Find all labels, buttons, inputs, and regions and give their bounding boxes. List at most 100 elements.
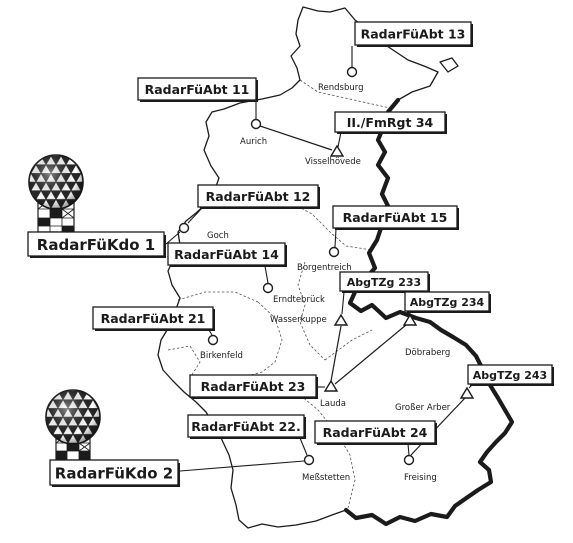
dome-shading [46, 390, 100, 444]
leader-line [341, 291, 345, 315]
site-label-goch: Goch [207, 231, 229, 241]
unit-label-tzg243: AbgTZg 243 [467, 364, 554, 386]
label-box [92, 306, 214, 330]
command-label-kdo1: RadarFüKdo 1 [27, 231, 166, 258]
state-boundary [177, 291, 259, 303]
site-label-birkenfeld: Birkenfeld [200, 351, 243, 361]
state-boundary [297, 261, 326, 361]
unit-label-fmrgt34: II./FmRgt 34 [334, 111, 447, 134]
unit-label-text: RadarFüAbt 15 [343, 210, 448, 225]
unit-label-abt13: RadarFüAbt 13 [354, 21, 473, 47]
label-box [332, 205, 458, 229]
label-box [334, 111, 446, 133]
link-lauda-wasserkuppe [330, 325, 342, 382]
unit-label-abt21: RadarFüAbt 21 [92, 306, 215, 331]
unit-label-tzg234: AbgTZg 234 [404, 291, 491, 313]
label-box [314, 420, 436, 444]
unit-label-text: RadarFüAbt 23 [201, 379, 306, 394]
radar-dome-icon [28, 154, 84, 233]
label-box [354, 21, 472, 46]
site-label-doebraberg: Döbraberg [405, 348, 450, 358]
site-label-erndtebrueck: Erndtebrück [273, 295, 325, 305]
relay-site-wasserkuppe [333, 313, 349, 326]
unit-label-text: RadarFüAbt 13 [361, 27, 466, 42]
site-label-freising: Freising [404, 473, 437, 483]
unit-label-text: RadarFüAbt 12 [206, 189, 311, 204]
unit-label-text: RadarFüAbt 24 [323, 425, 428, 440]
label-box [404, 291, 490, 312]
label-box [339, 271, 429, 292]
relay-site-lauda [323, 379, 339, 392]
dome-tower-blocks [38, 209, 74, 232]
link-lauda-doebraberg [334, 324, 407, 385]
label-box [167, 242, 286, 266]
leader-line [264, 265, 269, 284]
unit-label-text: RadarFüAbt 14 [174, 247, 279, 262]
command-label-text: RadarFüKdo 1 [37, 236, 155, 254]
unit-label-text: RadarFüAbt 21 [101, 311, 206, 326]
unit-label-abt15: RadarFüAbt 15 [332, 205, 459, 230]
unit-label-text: AbgTZg 233 [347, 276, 421, 289]
label-box [27, 231, 165, 257]
radar-site-birkenfeld [207, 334, 219, 346]
unit-label-abt12: RadarFüAbt 12 [197, 184, 320, 209]
leader-line [407, 443, 410, 456]
relay-site-doebraberg [402, 313, 418, 326]
leader-line [299, 437, 308, 456]
unit-label-text: RadarFüAbt 22. [191, 419, 301, 434]
unit-label-text: RadarFüAbt 11 [145, 82, 250, 97]
baltic-island-outline [439, 57, 459, 73]
site-labels: Rendsburg Aurich Visselhövede Goch Borge… [200, 83, 451, 483]
relay-site-grosser-arber [459, 386, 475, 399]
state-boundary [239, 301, 283, 379]
radar-site-borgentreich [328, 246, 340, 258]
dome-tower-blocks [56, 443, 90, 460]
site-label-visselhoevede: Visselhövede [305, 157, 361, 167]
unit-label-abt22: RadarFüAbt 22. [187, 414, 306, 439]
unit-label-text: AbgTZg 234 [410, 296, 485, 309]
unit-label-abt24: RadarFüAbt 24 [314, 420, 437, 445]
leader-line [187, 207, 203, 224]
radar-site-goch [178, 222, 190, 234]
link-aurich-visselhoevede [259, 125, 333, 151]
label-box [49, 459, 179, 486]
dome-shading [29, 155, 83, 209]
site-label-rendsburg: Rendsburg [318, 83, 364, 93]
radar-site-messstetten [303, 454, 315, 466]
command-label-text: RadarFüKdo 2 [55, 465, 173, 483]
unit-label-text: AbgTZg 243 [473, 369, 547, 382]
radar-site-freising [403, 454, 415, 466]
site-label-messstetten: Meßstetten [302, 473, 350, 483]
radar-site-rendsburg [346, 66, 358, 78]
label-box [467, 364, 553, 385]
leader-line [179, 460, 305, 472]
label-box [137, 77, 257, 101]
state-boundary [299, 79, 391, 109]
unit-label-abt23: RadarFüAbt 23 [189, 374, 318, 399]
leader-line [334, 228, 337, 248]
label-box [197, 184, 319, 208]
site-markers [178, 66, 475, 466]
radar-dome-icon [45, 389, 101, 461]
radar-site-aurich [250, 118, 262, 130]
site-label-lauda: Lauda [320, 399, 346, 409]
network-links [259, 125, 466, 456]
site-label-aurich: Aurich [240, 137, 267, 147]
label-box [189, 374, 317, 398]
radar-site-erndtebrueck [262, 282, 274, 294]
label-box [187, 414, 305, 438]
relay-site-visselhoevede [329, 144, 345, 157]
link-grosser-arber-freising [410, 397, 466, 456]
unit-label-abt11: RadarFüAbt 11 [137, 77, 258, 102]
unit-label-abt14: RadarFüAbt 14 [167, 242, 287, 267]
unit-label-tzg233: AbgTZg 233 [339, 271, 430, 293]
state-boundary [167, 345, 201, 379]
command-label-kdo2: RadarFüKdo 2 [49, 459, 180, 487]
site-label-wasserkuppe: Wasserkuppe [270, 315, 327, 325]
site-label-borgentreich: Borgentreich [297, 263, 352, 273]
leader-lines [165, 46, 473, 472]
state-boundary [324, 329, 373, 361]
unit-label-text: II./FmRgt 34 [347, 115, 434, 130]
leader-line [165, 231, 181, 245]
